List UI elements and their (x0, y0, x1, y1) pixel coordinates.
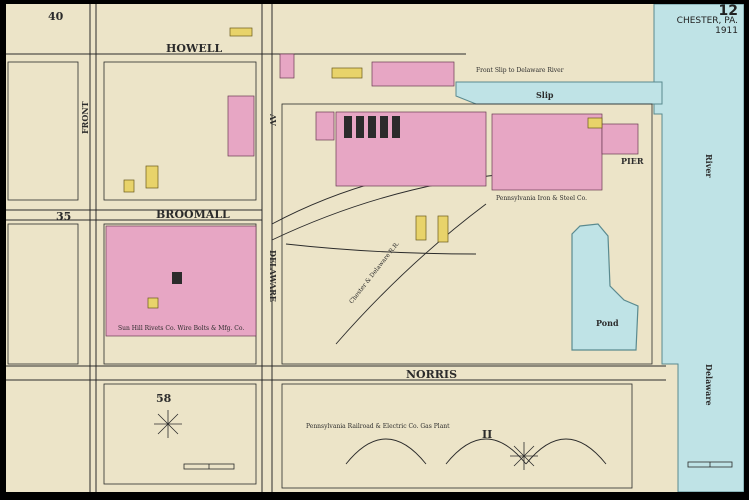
frame-building (415, 215, 427, 241)
brick-building (227, 95, 255, 157)
street-label-av: AV (268, 113, 278, 127)
street-label-norris: NORRIS (406, 368, 457, 381)
street-lines (6, 4, 666, 492)
block-outline (7, 223, 79, 365)
railway-arc (445, 438, 527, 465)
block-number-40: 40 (48, 10, 64, 23)
delaware-river-label: Delaware (704, 364, 714, 406)
dark-structure (380, 116, 388, 138)
river-water (653, 4, 744, 492)
block-number-58: 58 (156, 392, 172, 405)
block-number-ii: II (482, 428, 492, 441)
railway-arc (525, 438, 607, 465)
page-number: 12 (718, 3, 738, 19)
map-drawing: HOWELL BROOMALL NORRIS FRONT AV DELAWARE… (6, 4, 744, 492)
pond-label: Pond (596, 318, 619, 328)
slip-label: Slip (536, 90, 554, 100)
railway-tracks (271, 163, 607, 465)
shipyard-label: Pennsylvania Iron & Steel Co. (496, 195, 587, 202)
block-outline (103, 383, 257, 485)
compass-rose (154, 410, 182, 438)
block-outline (103, 61, 257, 201)
sheet-header: 12 CHESTER, PA. 1911 (676, 3, 738, 36)
frame-building (145, 165, 159, 189)
map-year: 1911 (715, 26, 738, 36)
block-outline (281, 383, 633, 489)
dark-structure (344, 116, 352, 138)
street-label-delaware: DELAWARE (268, 250, 278, 302)
brick-building (279, 53, 295, 79)
map-sheet: HOWELL BROOMALL NORRIS FRONT AV DELAWARE… (6, 4, 744, 492)
brick-building (371, 61, 455, 87)
railroad-bottom-label: Pennsylvania Railroad & Electric Co. Gas… (306, 423, 450, 430)
dark-structure (392, 116, 400, 138)
slip-water (455, 81, 663, 105)
block-outline (281, 103, 653, 365)
frame-building (587, 117, 603, 129)
frame-building (123, 179, 135, 193)
railway-track (285, 243, 477, 255)
scale-bar (687, 461, 733, 468)
frame-building (147, 297, 159, 309)
street-label-front: FRONT (80, 101, 90, 134)
street-label-howell: HOWELL (166, 42, 222, 55)
street-label-broomall: BROOMALL (156, 208, 230, 221)
pond-water (571, 223, 639, 351)
river-label: River (704, 154, 714, 178)
brick-building (491, 113, 603, 191)
pier-label: PIER (621, 156, 644, 166)
railway-arc (345, 438, 427, 465)
frame-building (229, 27, 253, 37)
frame-building (437, 215, 449, 243)
dark-structure (172, 272, 182, 284)
frame-buildings (123, 27, 603, 309)
block-outline (7, 61, 79, 201)
frame-building (331, 67, 363, 79)
dark-structure (356, 116, 364, 138)
dark-structure (368, 116, 376, 138)
brick-building (315, 111, 335, 141)
scale-bar (183, 463, 235, 470)
brick-building (601, 123, 639, 155)
pier-upper-label: Front Slip to Delaware River (476, 67, 564, 74)
place-name: CHESTER, PA. (676, 16, 738, 26)
railway-track (335, 203, 487, 345)
block-number-35: 35 (56, 210, 71, 223)
company-left-label: Sun Hill Rivets Co. Wire Bolts & Mfg. Co… (118, 325, 244, 332)
dark-structures (172, 116, 400, 284)
compass-rose (510, 442, 538, 470)
